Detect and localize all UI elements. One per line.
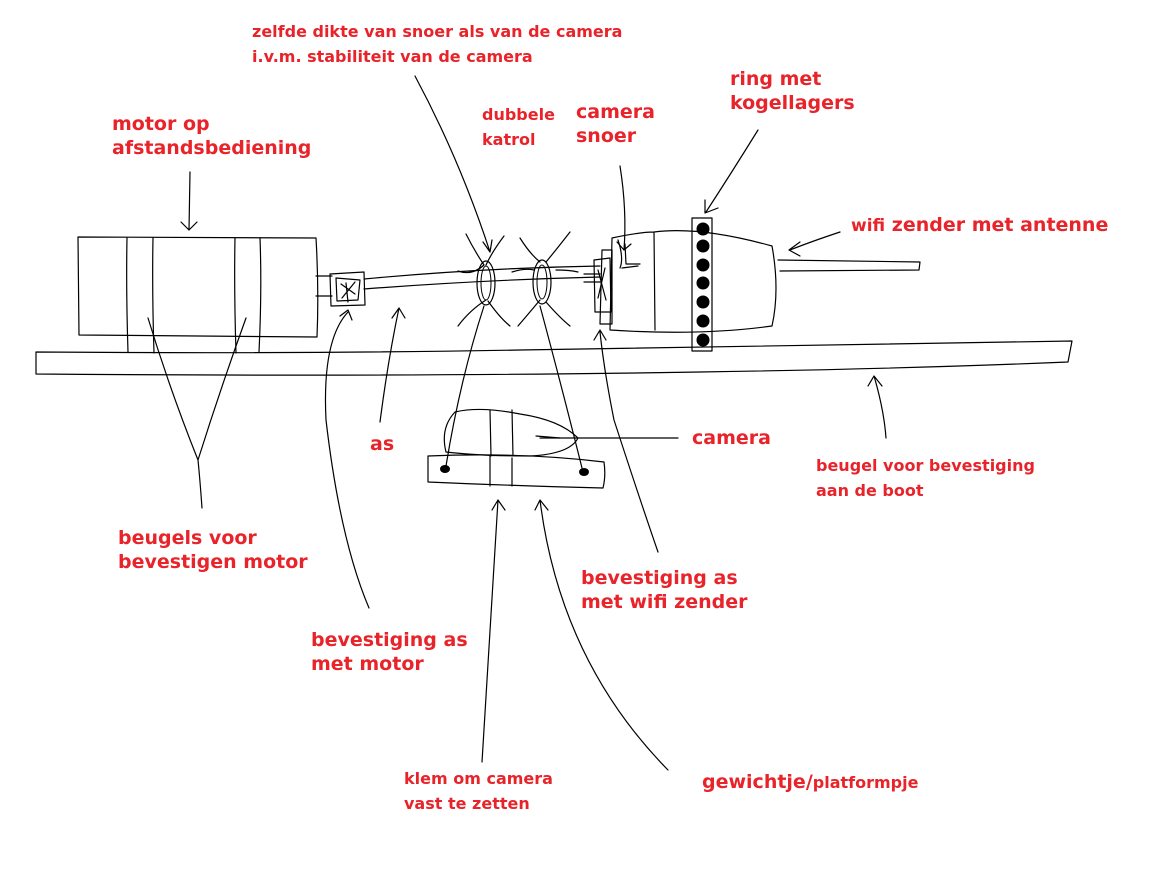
- label-ring-kogellagers: ring met kogellagers: [730, 68, 855, 114]
- motor-coupling: [329, 271, 366, 307]
- clamp-screw-right: [579, 468, 589, 476]
- label-dubbele-katrol: dubbele katrol: [482, 105, 555, 149]
- label-beugel-boot: beugel voor bevestiging aan de boot: [816, 456, 1035, 500]
- label-wifi-zender: wifi zender met antenne: [851, 214, 1109, 236]
- pointer-bev-motor: [324, 309, 370, 609]
- motor-bracket-right: [234, 237, 262, 354]
- pulley-left-wheel: [476, 260, 496, 306]
- camera-cord: [624, 243, 641, 265]
- label-gewichtje: gewichtje/platformpje: [702, 771, 919, 793]
- pulley-right-wheel: [532, 259, 552, 305]
- pulley-right: [511, 231, 579, 327]
- pointer-cord: [616, 165, 632, 251]
- label-snoer-dikte: zelfde dikte van snoer als van de camera…: [252, 22, 623, 66]
- boat-bracket-beam: [35, 340, 1073, 376]
- wifi-antenna: [777, 259, 921, 272]
- shaft: [315, 265, 601, 297]
- camera-clamp-platform: [427, 454, 606, 489]
- label-camera-snoer: camera snoer: [576, 101, 655, 147]
- motor-body: [77, 236, 319, 338]
- pulley-left: [457, 233, 511, 327]
- label-bevestiging-wifi: bevestiging as met wifi zender: [581, 567, 748, 613]
- ball-bearings: [696, 222, 710, 347]
- pointer-ring: [704, 129, 759, 214]
- pointer-boot-bracket: [867, 375, 887, 439]
- pointer-wifi: [788, 231, 841, 257]
- pointer-beugels-motor: [147, 317, 247, 509]
- label-bevestiging-motor: bevestiging as met motor: [311, 629, 468, 675]
- label-motor: motor op afstandsbediening: [112, 113, 312, 159]
- pointer-snoer: [414, 75, 493, 253]
- motor-bracket-left: [126, 237, 155, 354]
- pointer-motor: [180, 171, 198, 231]
- bearing-ring: [691, 217, 713, 352]
- camera-body: [443, 408, 579, 457]
- camera-suspension-cords: [445, 305, 583, 469]
- pointer-bev-wifi: [593, 329, 659, 553]
- label-camera: camera: [692, 427, 771, 449]
- label-as: as: [370, 433, 395, 455]
- clamp-screw-left: [440, 465, 450, 473]
- wifi-shaft-mount: [583, 249, 613, 325]
- pointer-gewicht: [534, 499, 669, 771]
- pointer-klem: [481, 499, 506, 763]
- wifi-body: [609, 230, 777, 333]
- label-klem: klem om camera vast te zetten: [404, 769, 553, 813]
- pointer-as: [379, 307, 406, 423]
- label-beugels-motor: beugels voor bevestigen motor: [118, 527, 308, 573]
